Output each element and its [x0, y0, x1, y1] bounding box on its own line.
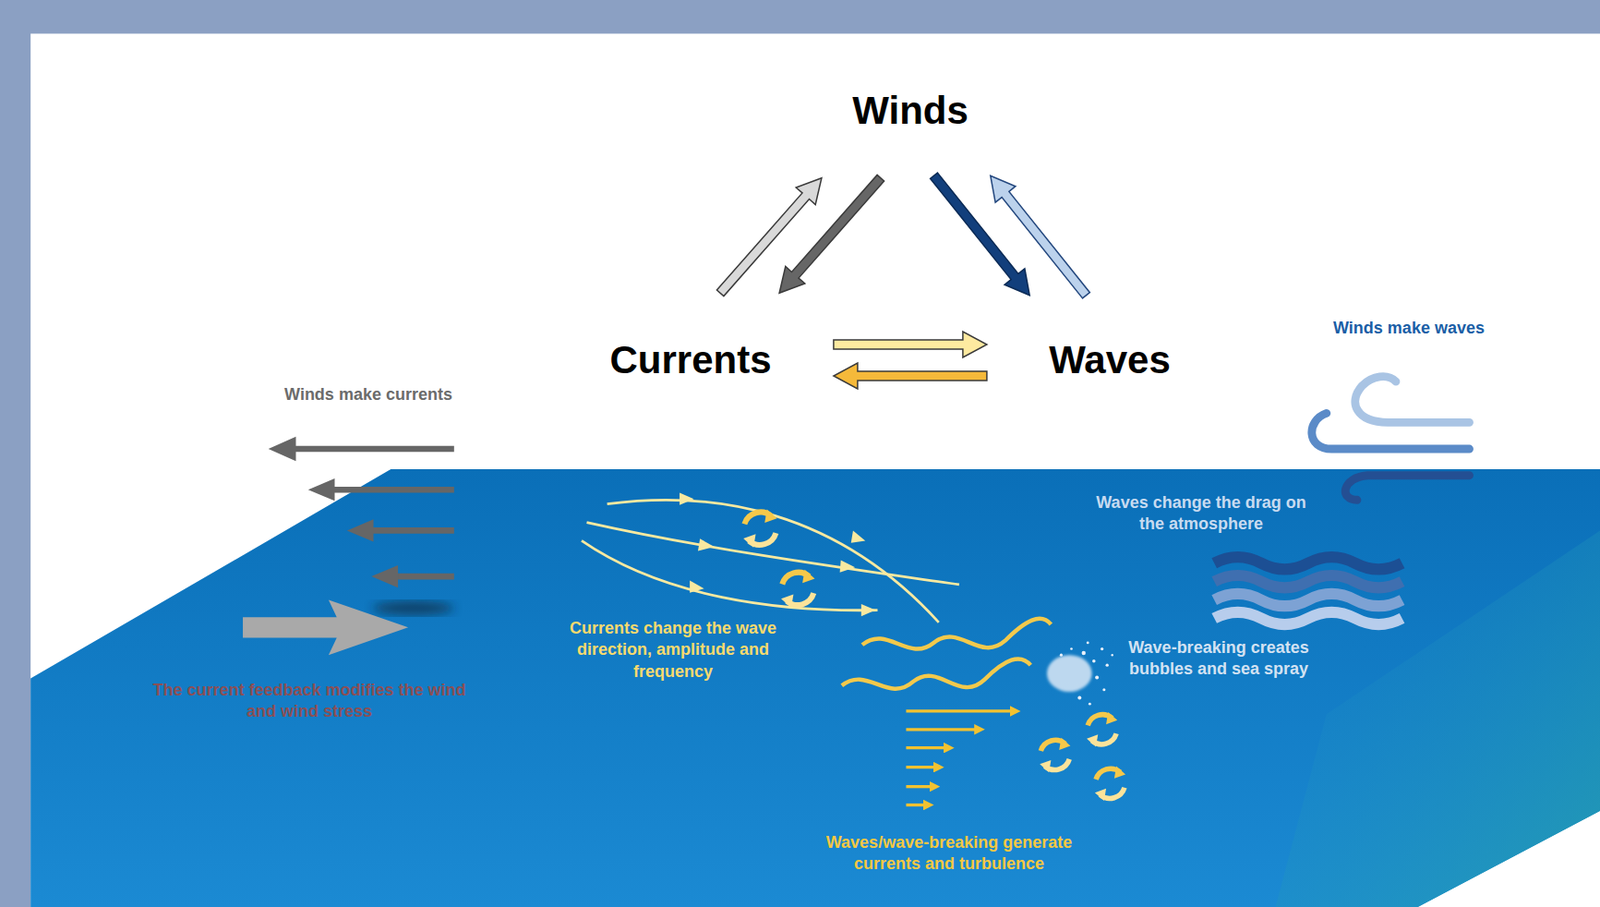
concept-node: Currents: [600, 333, 781, 387]
interaction-arrow: [930, 172, 1031, 296]
annotation-label: Waves change the drag on the atmosphere: [1090, 492, 1312, 536]
annotation-label: Waves/wave-breaking generate currents an…: [810, 831, 1088, 876]
interaction-arrow: [833, 331, 987, 358]
annotation-label: Winds make waves: [1307, 317, 1511, 339]
concept-title: Winds: [852, 89, 969, 133]
interaction-arrow: [990, 175, 1091, 299]
concept-node: Winds: [842, 84, 978, 138]
annotation-label: Currents change the wave direction, ampl…: [547, 617, 799, 683]
concept-title: Currents: [609, 338, 771, 382]
concept-title: Waves: [1048, 338, 1171, 382]
annotation-label: The current feedback modifies the wind a…: [150, 679, 470, 723]
interaction-arrow: [779, 174, 885, 293]
concept-node: Waves: [1039, 333, 1180, 387]
interaction-arrow: [833, 362, 987, 389]
annotation-label: Wave-breaking creates bubbles and sea sp…: [1111, 637, 1326, 681]
annotation-label: Winds make currents: [257, 384, 480, 406]
interaction-arrow: [716, 178, 822, 297]
